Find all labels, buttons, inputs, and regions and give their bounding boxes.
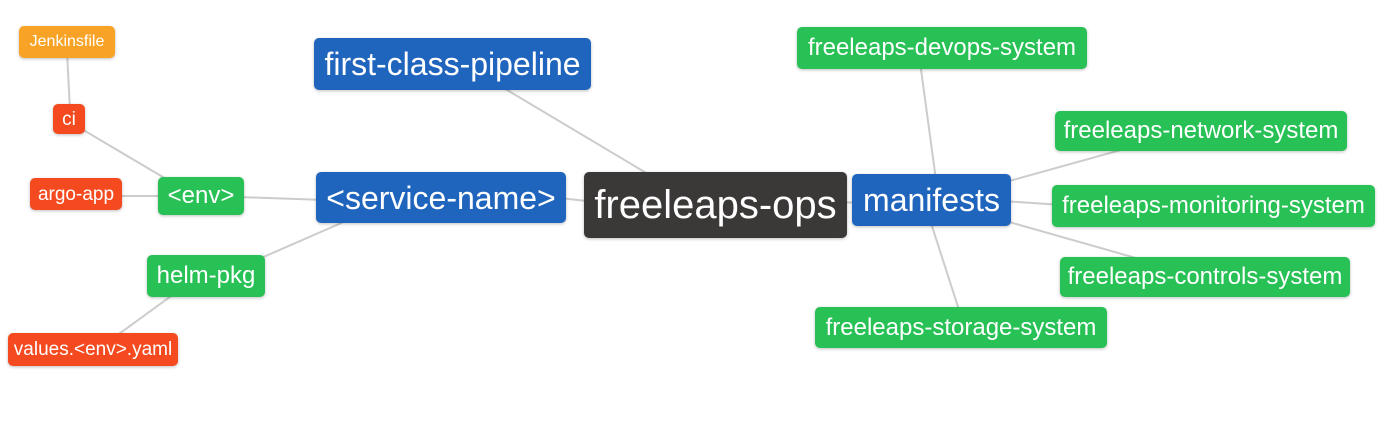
edge-manifests-storage-system [929,219,961,314]
edge-first-class-pipeline-freeleaps-ops [496,83,659,181]
edge-env-service-name [237,196,326,201]
mindmap-node-storage-system[interactable]: freeleaps-storage-system [815,307,1107,348]
mindmap-node-devops-system[interactable]: freeleaps-devops-system [797,27,1087,69]
mindmap-node-helm-pkg[interactable]: helm-pkg [147,255,265,297]
mindmap-node-values-env-yaml[interactable]: values.<env>.yaml [8,333,178,366]
mindmap-node-freeleaps-ops[interactable]: freeleaps-ops [584,172,847,238]
edge-helm-pkg-values-env-yaml [111,290,179,340]
edge-service-name-helm-pkg [251,216,356,263]
mindmap-node-manifests[interactable]: manifests [852,174,1011,226]
mindmap-node-service-name[interactable]: <service-name> [316,172,566,223]
mindmap-node-network-system[interactable]: freeleaps-network-system [1055,111,1347,151]
mindmap-node-jenkinsfile[interactable]: Jenkinsfile [19,26,115,58]
edge-ci-env [79,127,179,187]
mindmap-node-first-class-pipeline[interactable]: first-class-pipeline [314,38,591,90]
mindmap-node-ci[interactable]: ci [53,104,85,134]
mindmap-node-monitoring-system[interactable]: freeleaps-monitoring-system [1052,185,1375,227]
mindmap-node-env[interactable]: <env> [158,177,244,215]
mindmap-node-argo-app[interactable]: argo-app [30,178,122,210]
edge-manifests-controls-system [1001,219,1151,263]
edge-manifests-network-system [1001,145,1136,184]
mindmap-node-controls-system[interactable]: freeleaps-controls-system [1060,257,1350,297]
edge-manifests-devops-system [919,61,937,181]
edge-jenkinsfile-ci [66,51,71,111]
